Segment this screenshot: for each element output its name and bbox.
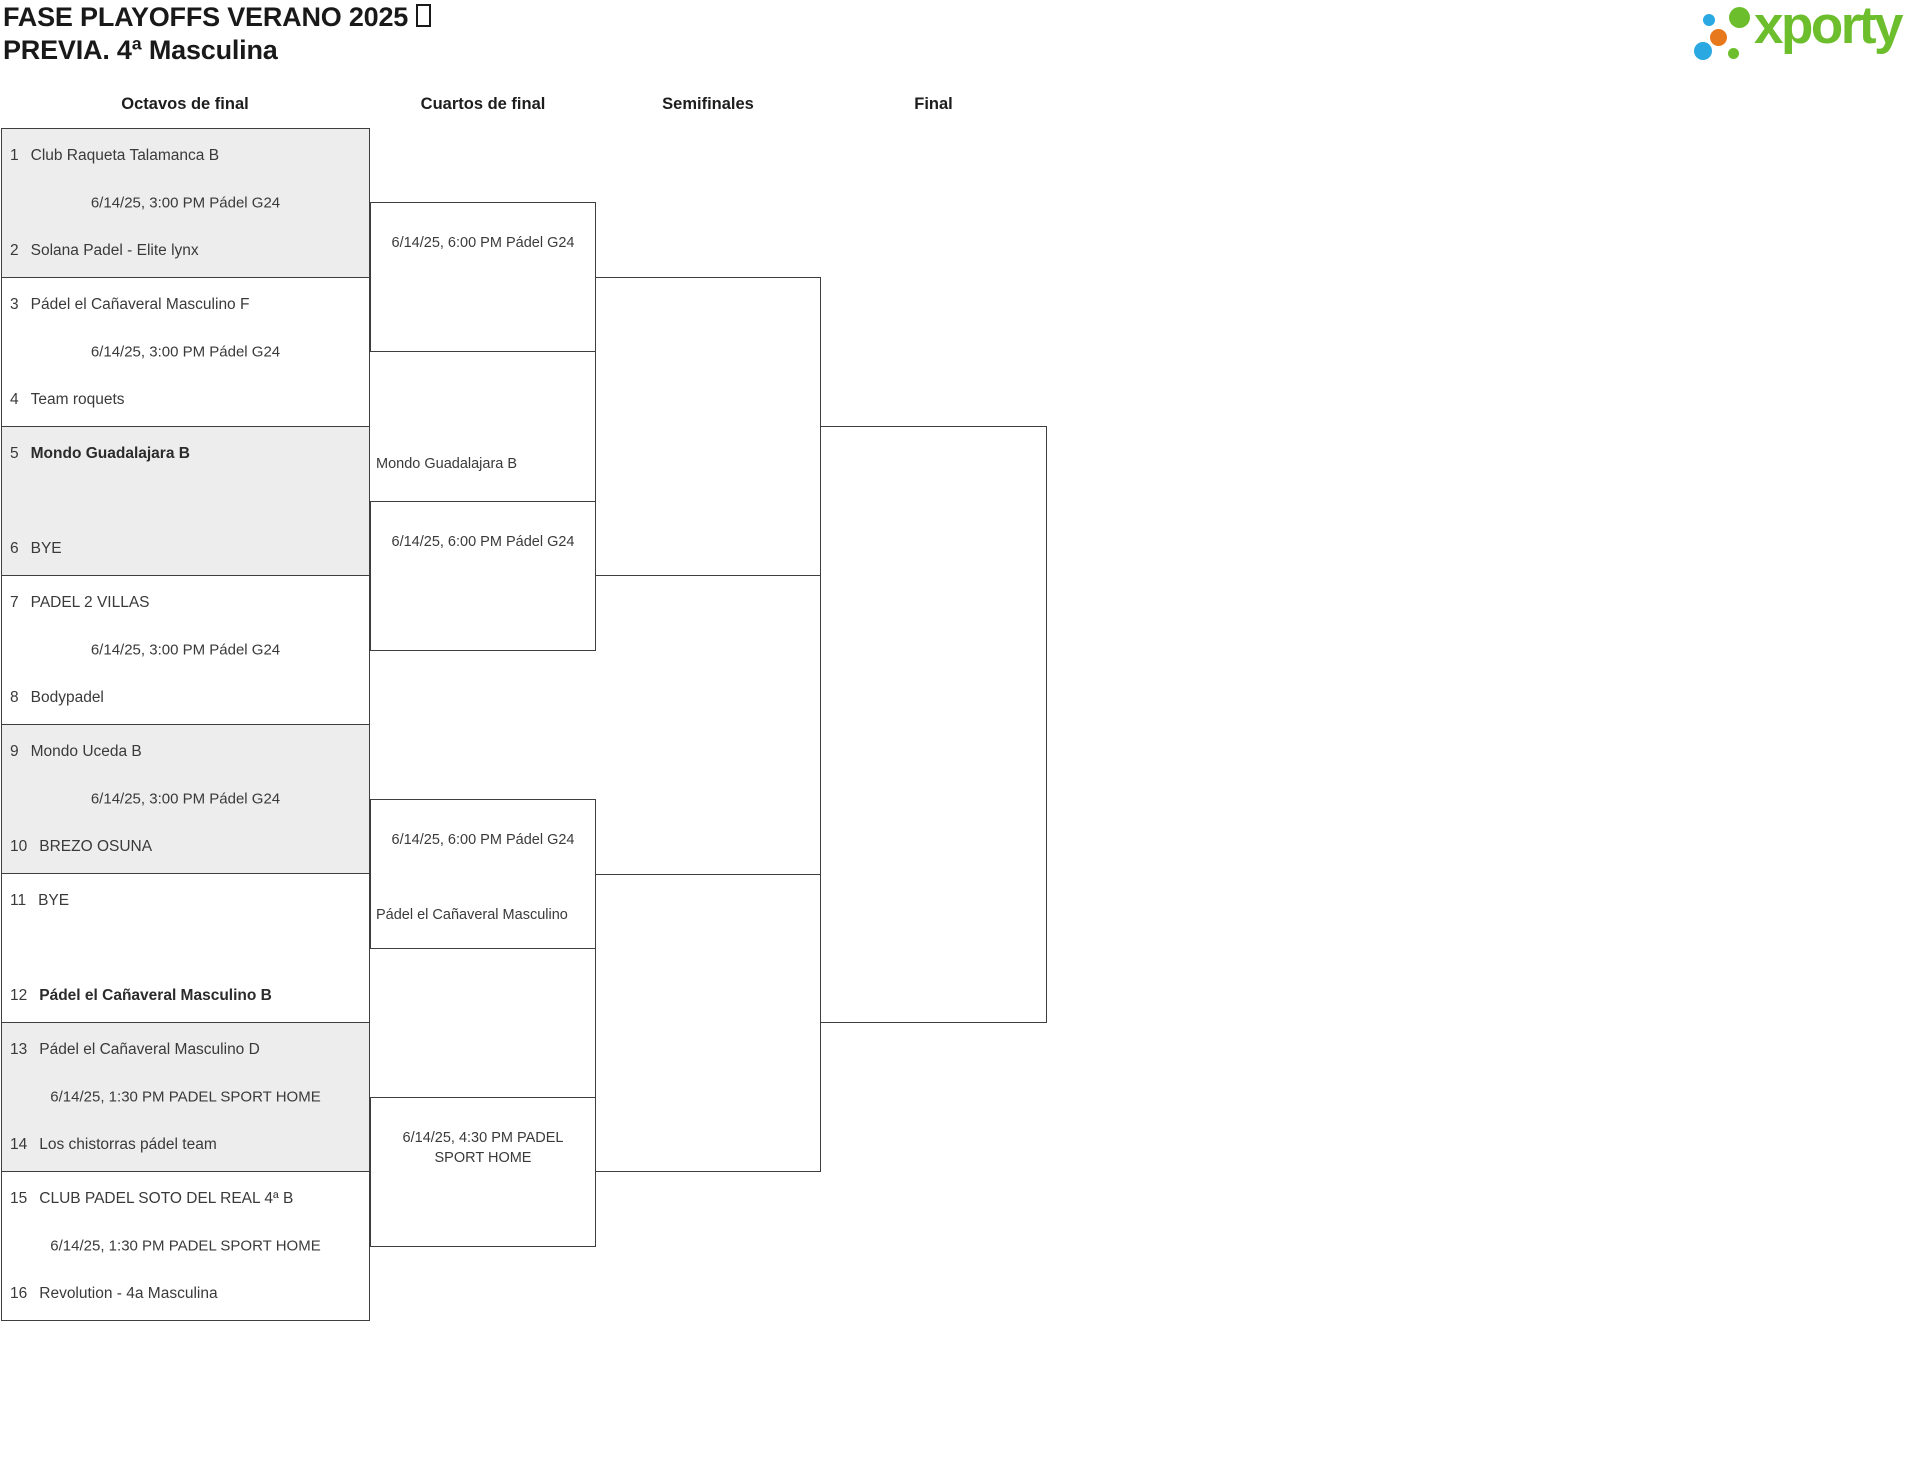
seed-number: 16	[10, 1285, 28, 1302]
match-schedule: 6/14/25, 4:30 PM PADEL SPORT HOME	[402, 1130, 564, 1166]
round-header-octavos: Octavos de final	[121, 95, 249, 113]
seed-number: 8	[10, 689, 19, 706]
team-name: PADEL 2 VILLAS	[30, 594, 150, 611]
team-slot: 5 Mondo Guadalajara B	[10, 444, 363, 463]
octavos-match-6[interactable]: 11 BYE 12 Pádel el Cañaveral Masculino B	[1, 873, 370, 1023]
seed-number: 11	[10, 892, 27, 909]
logo-wordmark: xporty	[1754, 0, 1903, 55]
seed-number: 3	[10, 296, 19, 313]
octavos-match-5[interactable]: 9 Mondo Uceda B 6/14/25, 3:00 PM Pádel G2…	[1, 724, 370, 874]
team-name: Solana Padel - Elite lynx	[30, 242, 199, 259]
cuartos-match-4[interactable]: 6/14/25, 4:30 PM PADEL SPORT HOME	[370, 1097, 596, 1247]
match-schedule: 6/14/25, 3:00 PM Pádel G24	[90, 194, 281, 212]
team-name-winner: Pádel el Cañaveral Masculino B	[39, 987, 272, 1004]
seed-number: 13	[10, 1041, 28, 1058]
seed-number: 2	[10, 242, 19, 259]
logo-dot-green-large	[1729, 7, 1750, 28]
team-name: Mondo Uceda B	[30, 743, 142, 760]
seed-number: 12	[10, 987, 28, 1004]
team-name: Team roquets	[30, 391, 125, 408]
team-slot: 3 Pádel el Cañaveral Masculino F	[10, 295, 363, 314]
logo-dot-green-small	[1728, 48, 1739, 59]
seed-number: 14	[10, 1136, 28, 1153]
match-schedule: 6/14/25, 3:00 PM Pádel G24	[90, 343, 281, 361]
octavos-match-8[interactable]: 15 CLUB PADEL SOTO DEL REAL 4ª B 6/14/25,…	[1, 1171, 370, 1321]
octavos-match-3[interactable]: 5 Mondo Guadalajara B 6 BYE	[1, 426, 370, 576]
team-name: BREZO OSUNA	[39, 838, 153, 855]
match-schedule: 6/14/25, 6:00 PM Pádel G24	[391, 534, 575, 550]
page-title: FASE PLAYOFFS VERANO 2025	[3, 1, 432, 34]
match-schedule: 6/14/25, 1:30 PM PADEL SPORT HOME	[50, 1088, 321, 1106]
match-schedule: 6/14/25, 3:00 PM Pádel G24	[90, 641, 281, 659]
team-slot: 16 Revolution - 4a Masculina	[10, 1284, 363, 1303]
seed-number: 9	[10, 743, 19, 760]
final-box	[820, 426, 1047, 1023]
team-slot: 12 Pádel el Cañaveral Masculino B	[10, 986, 363, 1005]
team-slot: 13 Pádel el Cañaveral Masculino D	[10, 1040, 363, 1059]
team-slot: 14 Los chistorras pádel team	[10, 1135, 363, 1154]
team-name-winner: Mondo Guadalajara B	[30, 445, 190, 462]
team-slot: 2 Solana Padel - Elite lynx	[10, 241, 363, 260]
team-slot: 8 Bodypadel	[10, 688, 363, 707]
team-name: Los chistorras pádel team	[39, 1136, 217, 1153]
team-name: Bodypadel	[30, 689, 104, 706]
seed-number: 10	[10, 838, 28, 855]
advancing-team-label: Mondo Guadalajara B	[376, 456, 518, 472]
seed-number: 5	[10, 445, 19, 462]
xporty-logo[interactable]: xporty	[1686, 0, 1920, 64]
team-name: Revolution - 4a Masculina	[39, 1285, 218, 1302]
trophy-glyph-icon	[416, 4, 432, 27]
seed-number: 1	[10, 147, 19, 164]
octavos-match-4[interactable]: 7 PADEL 2 VILLAS 6/14/25, 3:00 PM Pádel G…	[1, 575, 370, 725]
page-subtitle: PREVIA. 4ª Masculina	[3, 35, 278, 65]
seed-number: 4	[10, 391, 19, 408]
seed-number: 6	[10, 540, 19, 557]
match-schedule: 6/14/25, 6:00 PM Pádel G24	[391, 235, 575, 251]
seed-number: 7	[10, 594, 19, 611]
team-slot: 9 Mondo Uceda B	[10, 742, 363, 761]
team-slot: 6 BYE	[10, 539, 363, 558]
round-header-cuartos: Cuartos de final	[420, 95, 546, 113]
team-name: Pádel el Cañaveral Masculino D	[39, 1041, 260, 1058]
logo-dot-blue-large	[1694, 42, 1712, 60]
cuartos-match-1[interactable]: 6/14/25, 6:00 PM Pádel G24	[370, 202, 596, 352]
semifinal-box-2	[595, 874, 821, 1172]
octavos-match-2[interactable]: 3 Pádel el Cañaveral Masculino F 6/14/25,…	[1, 277, 370, 427]
team-name: BYE	[38, 892, 70, 909]
team-slot: 7 PADEL 2 VILLAS	[10, 593, 363, 612]
seed-number: 15	[10, 1190, 28, 1207]
team-slot: 11 BYE	[10, 891, 363, 910]
advancing-team-label: Pádel el Cañaveral Masculino	[376, 907, 568, 923]
team-name: BYE	[30, 540, 62, 557]
team-slot: 15 CLUB PADEL SOTO DEL REAL 4ª B	[10, 1189, 363, 1208]
match-schedule: 6/14/25, 6:00 PM Pádel G24	[391, 832, 575, 848]
team-slot: 4 Team roquets	[10, 390, 363, 409]
team-name: Pádel el Cañaveral Masculino F	[30, 296, 250, 313]
octavos-match-7[interactable]: 13 Pádel el Cañaveral Masculino D 6/14/25…	[1, 1022, 370, 1172]
page-title-block: FASE PLAYOFFS VERANO 2025 PREVIA. 4ª Mas…	[3, 1, 432, 67]
round-header-final: Final	[914, 95, 953, 113]
match-schedule: 6/14/25, 3:00 PM Pádel G24	[90, 790, 281, 808]
octavos-match-1[interactable]: 1 Club Raqueta Talamanca B 6/14/25, 3:00 …	[1, 128, 370, 278]
page-title-text: FASE PLAYOFFS VERANO 2025	[3, 2, 409, 32]
cuartos-match-3[interactable]: 6/14/25, 6:00 PM Pádel G24	[370, 799, 596, 949]
match-schedule: 6/14/25, 1:30 PM PADEL SPORT HOME	[50, 1237, 321, 1255]
round-header-semifinales: Semifinales	[662, 95, 754, 113]
semifinal-box-1	[595, 277, 821, 576]
team-name: CLUB PADEL SOTO DEL REAL 4ª B	[39, 1190, 294, 1207]
team-slot: 1 Club Raqueta Talamanca B	[10, 146, 363, 165]
cuartos-match-2[interactable]: 6/14/25, 6:00 PM Pádel G24	[370, 501, 596, 651]
team-name: Club Raqueta Talamanca B	[30, 147, 220, 164]
team-slot: 10 BREZO OSUNA	[10, 837, 363, 856]
logo-dot-orange	[1710, 29, 1727, 46]
logo-dot-blue-small	[1703, 14, 1715, 26]
